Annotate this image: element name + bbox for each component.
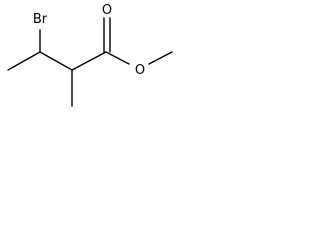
bond-c1-o-ester bbox=[105, 51, 130, 65]
bond-c2-c1 bbox=[71, 51, 107, 71]
bond-c4-c3 bbox=[7, 51, 41, 71]
bond-c3-c2 bbox=[39, 51, 73, 71]
chemical-structure: Br O O bbox=[7, 3, 173, 107]
atom-label-bromine: Br bbox=[33, 12, 48, 27]
atom-label-ester-oxygen: O bbox=[135, 63, 145, 78]
bond-o-methyl bbox=[148, 51, 173, 65]
atom-label-carbonyl-oxygen: O bbox=[102, 3, 112, 18]
